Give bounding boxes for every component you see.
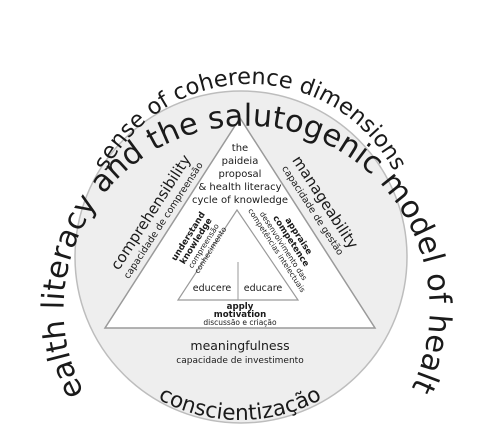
- discussao-label: discussão e criação: [203, 318, 277, 327]
- center-line-5: cycle of knowledge: [192, 195, 288, 206]
- educere-label: educere: [193, 283, 232, 294]
- meaningfulness-title: meaningfulness: [190, 338, 289, 353]
- educare-label: educare: [244, 283, 283, 294]
- center-line-4: & health literacy: [198, 182, 281, 193]
- center-line-3: proposal: [219, 169, 262, 180]
- center-line-2: paideia: [222, 156, 259, 167]
- meaningfulness-subtitle: capacidade de investimento: [176, 356, 304, 366]
- center-line-1: the: [232, 143, 248, 154]
- motivation-label: motivation: [214, 310, 266, 320]
- apply-label: apply: [227, 302, 254, 312]
